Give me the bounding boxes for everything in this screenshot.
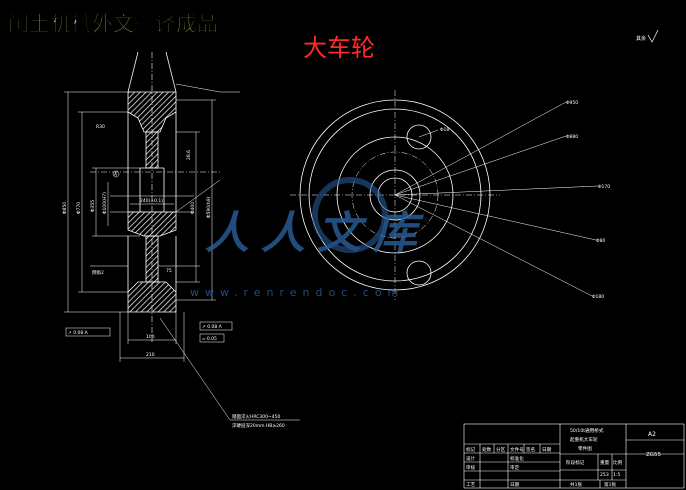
tb-row2-c1: 审核 bbox=[466, 464, 476, 471]
material: ZG55 bbox=[646, 452, 662, 458]
note-line1: 踏面淬火HRC300~450 bbox=[232, 413, 281, 420]
dim-d80: Φ80 bbox=[596, 238, 605, 244]
tb-row0-c1: 标记 bbox=[466, 446, 476, 453]
dim-d770: Φ770 bbox=[76, 202, 82, 214]
tb-row0-c4: 文件号 bbox=[510, 446, 524, 453]
sheet-size: A2 bbox=[648, 431, 656, 438]
dim-chamfer: 倒角2 bbox=[92, 269, 104, 276]
part-name-line1: 50/10t通用桥式 bbox=[570, 427, 604, 434]
dim-d590: Φ590(h9) bbox=[206, 196, 212, 218]
dim-d400: Φ400 bbox=[190, 202, 196, 214]
dim-r30: R30 bbox=[96, 124, 105, 130]
scale-value: 1:5 bbox=[613, 472, 620, 478]
tol-flat: ▱ 0.05 bbox=[202, 336, 217, 342]
dim-d180: Φ180 bbox=[592, 294, 604, 300]
tb-row2-c3: 审定 bbox=[510, 464, 520, 471]
dim-240: 240(±0.1) bbox=[140, 198, 163, 204]
watermark-brand: 人人文库 bbox=[205, 208, 429, 259]
weight-value: 253 bbox=[600, 472, 609, 478]
part-name-line3: 零件图 bbox=[578, 445, 592, 452]
tb-row1-c1: 设计 bbox=[466, 455, 476, 462]
tolerance-frames bbox=[65, 170, 233, 343]
dim-d18: Φ18 bbox=[440, 127, 449, 133]
front-leaders bbox=[394, 101, 599, 297]
dim-d100: Φ100(H7) bbox=[102, 192, 108, 214]
dim-75: 75 bbox=[166, 268, 172, 274]
dim-d950: Φ950 bbox=[566, 100, 578, 106]
weight-label: 重量 bbox=[600, 459, 610, 466]
dim-100: 100 bbox=[146, 334, 155, 340]
dim-d355: Φ355 bbox=[90, 200, 96, 212]
part-title: 大车轮 bbox=[303, 34, 375, 62]
datum-label: A bbox=[114, 172, 118, 178]
watermark-url: www.renrendoc.com bbox=[190, 286, 404, 299]
watermark-title: 闰土机械外文翻译成品 bbox=[8, 12, 218, 36]
dim-outer-dia: Φ850 bbox=[62, 202, 68, 214]
tb-row0-c3: 分区 bbox=[496, 446, 506, 453]
watermark-logo: 人人文库 www.renrendoc.com bbox=[190, 177, 429, 299]
title-block-texts: 50/10t通用桥式 起重机大车轮 零件图 A2 ZG55 阶段标记 重量 比例… bbox=[466, 427, 662, 488]
sheet-total: 共1张 bbox=[570, 481, 583, 488]
tb-row1-c3: 标准化 bbox=[510, 455, 524, 462]
tb-row0-c2: 处数 bbox=[482, 446, 492, 453]
dim-210: 210 bbox=[146, 352, 155, 358]
section-dimension-lines bbox=[64, 83, 300, 421]
tol-runout-2: ↗ 0.08 A bbox=[202, 324, 223, 330]
roughness-note: 其余 bbox=[636, 35, 646, 42]
section-hatch bbox=[127, 91, 177, 313]
dim-d170: Φ170 bbox=[598, 184, 610, 190]
front-dimension-texts: Φ950 Φ880 Φ170 Φ80 Φ180 Φ18 bbox=[440, 100, 610, 300]
part-name-line2: 起重机大车轮 bbox=[570, 436, 598, 443]
stage-label: 阶段标记 bbox=[566, 459, 585, 466]
note-line2: 淬硬层深20mm HB≥260 bbox=[232, 422, 285, 429]
roughness-symbol-icon bbox=[647, 29, 659, 43]
tb-row0-c6: 日期 bbox=[542, 447, 552, 453]
tb-row3-c3: 日期 bbox=[510, 482, 520, 488]
tb-row0-c5: 签名 bbox=[526, 446, 535, 453]
dim-d880: Φ880 bbox=[566, 134, 578, 140]
watermark-globe-icon bbox=[312, 177, 388, 253]
section-dimension-texts: Φ850 Φ770 Φ355 Φ100(H7) Φ400 Φ590(h9) 24… bbox=[62, 124, 285, 429]
section-outline bbox=[110, 51, 194, 292]
sheet-current: 第1张 bbox=[604, 481, 617, 488]
scale-label: 比例 bbox=[613, 459, 623, 466]
dim-28-6: 28.6 bbox=[186, 150, 192, 160]
title-block bbox=[463, 423, 685, 489]
tol-runout-1: ↗ 0.08 A bbox=[68, 330, 89, 336]
tb-row3-c1: 工艺 bbox=[466, 482, 476, 488]
